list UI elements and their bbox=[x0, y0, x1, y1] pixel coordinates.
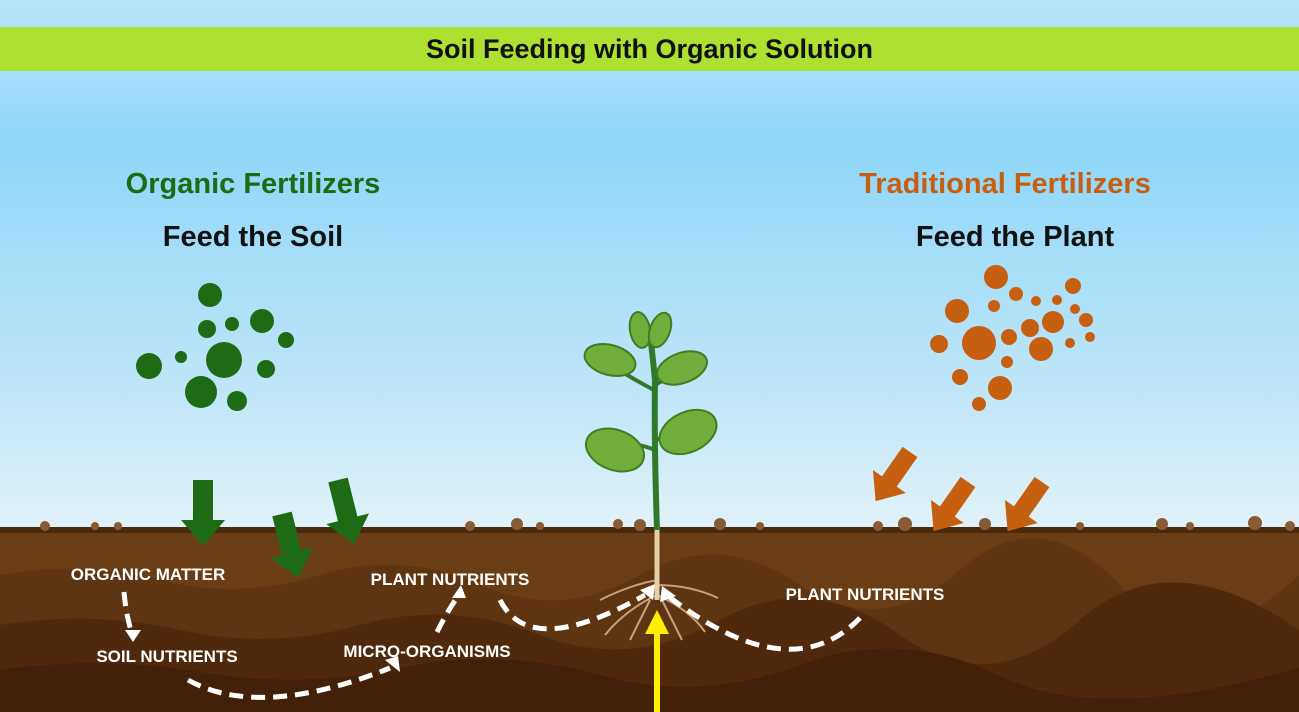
granule bbox=[988, 376, 1012, 400]
label-micro-organisms: MICRO-ORGANISMS bbox=[343, 642, 511, 661]
granule bbox=[634, 519, 646, 531]
granule bbox=[198, 283, 222, 307]
uptake-arrow bbox=[645, 610, 669, 712]
granule bbox=[1079, 313, 1093, 327]
flow-arrowheads bbox=[125, 584, 676, 672]
granule bbox=[1070, 304, 1080, 314]
granule bbox=[257, 360, 275, 378]
granule bbox=[40, 521, 50, 531]
plant-illustration bbox=[583, 311, 719, 641]
down-arrow-icon bbox=[270, 511, 314, 579]
label-plant-nutrients-right: PLANT NUTRIENTS bbox=[785, 585, 945, 604]
granule bbox=[1065, 338, 1075, 348]
granule bbox=[988, 300, 1000, 312]
roots bbox=[599, 530, 719, 641]
granule bbox=[1001, 356, 1013, 368]
granule bbox=[1021, 319, 1039, 337]
granule bbox=[1076, 522, 1084, 530]
granule bbox=[136, 353, 162, 379]
traditional-fertilizer-granules bbox=[930, 265, 1095, 411]
granule bbox=[227, 391, 247, 411]
granule bbox=[945, 299, 969, 323]
traditional-subheading: Feed the Plant bbox=[915, 221, 1115, 253]
granule bbox=[465, 521, 475, 531]
organic-arrows bbox=[181, 477, 370, 579]
granule bbox=[756, 522, 764, 530]
traditional-heading: Traditional Fertilizers bbox=[859, 168, 1151, 200]
granule bbox=[972, 397, 986, 411]
granule bbox=[1052, 295, 1062, 305]
granule bbox=[536, 522, 544, 530]
granule bbox=[714, 518, 726, 530]
granule bbox=[613, 519, 623, 529]
granule bbox=[175, 351, 187, 363]
granule bbox=[952, 369, 968, 385]
granule bbox=[206, 342, 242, 378]
granule bbox=[1001, 329, 1017, 345]
granule bbox=[278, 332, 294, 348]
down-arrow-icon bbox=[326, 477, 370, 545]
granule bbox=[1085, 332, 1095, 342]
title-bar: Soil Feeding with Organic Solution bbox=[0, 27, 1299, 71]
granule bbox=[1009, 287, 1023, 301]
granule bbox=[1285, 521, 1295, 531]
granule bbox=[225, 317, 239, 331]
down-arrow-icon bbox=[1004, 476, 1050, 532]
traditional-arrows bbox=[872, 446, 1050, 532]
organic-subheading: Feed the Soil bbox=[162, 221, 344, 253]
label-organic-matter: ORGANIC MATTER bbox=[70, 565, 226, 584]
granule bbox=[1248, 516, 1262, 530]
label-plant-nutrients-left: PLANT NUTRIENTS bbox=[370, 570, 530, 589]
down-arrow-icon bbox=[181, 480, 225, 546]
granule bbox=[114, 522, 122, 530]
soil bbox=[0, 527, 1299, 712]
granule bbox=[1029, 337, 1053, 361]
granule bbox=[898, 517, 912, 531]
granule bbox=[1156, 518, 1168, 530]
granule bbox=[984, 265, 1008, 289]
granule bbox=[930, 335, 948, 353]
granule bbox=[250, 309, 274, 333]
label-soil-nutrients: SOIL NUTRIENTS bbox=[96, 647, 238, 666]
granule bbox=[979, 518, 991, 530]
down-arrow-icon bbox=[872, 446, 918, 502]
granule bbox=[1042, 311, 1064, 333]
granule bbox=[185, 376, 217, 408]
granule bbox=[873, 521, 883, 531]
granule bbox=[962, 326, 996, 360]
down-arrow-icon bbox=[930, 476, 976, 532]
nutrient-flow-arrows bbox=[121, 591, 862, 700]
organic-fertilizer-granules bbox=[136, 283, 294, 411]
granule bbox=[1065, 278, 1081, 294]
granule bbox=[91, 522, 99, 530]
granule bbox=[198, 320, 216, 338]
granule bbox=[1031, 296, 1041, 306]
organic-heading: Organic Fertilizers bbox=[125, 168, 381, 200]
granule bbox=[1186, 522, 1194, 530]
granule bbox=[511, 518, 523, 530]
